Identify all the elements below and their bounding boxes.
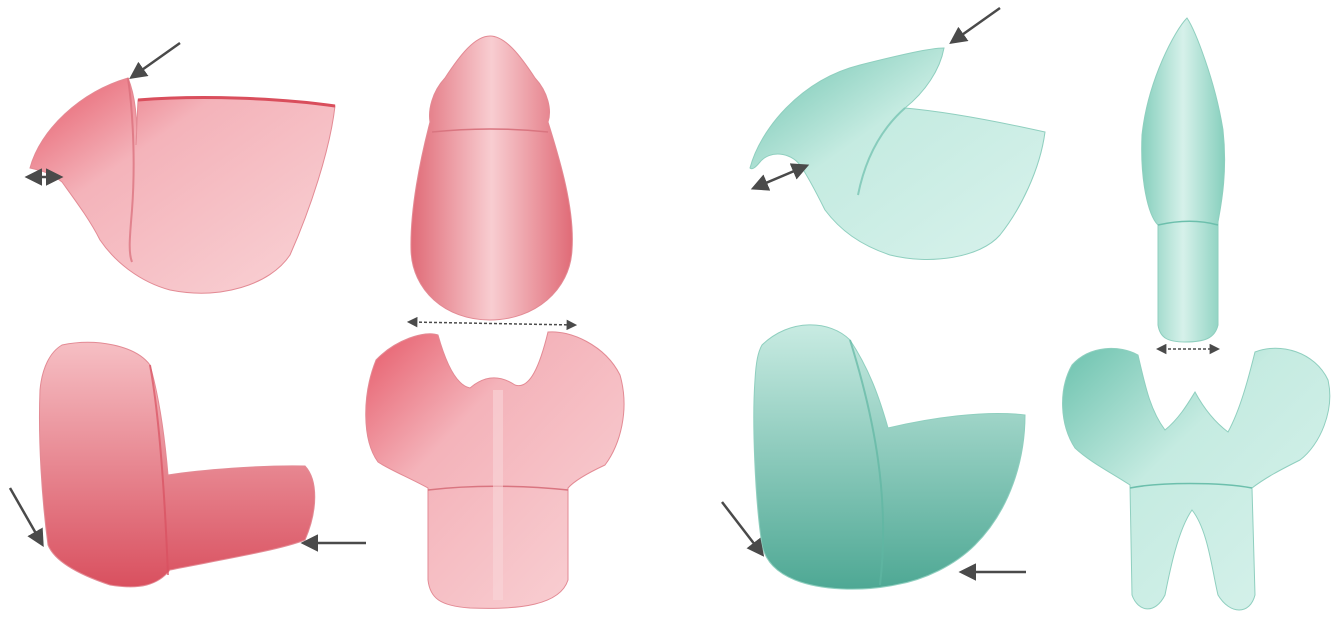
teal-lateral-bottom-view	[754, 325, 1025, 589]
arrow-icon	[952, 8, 1000, 42]
teal-lateral-top-view	[750, 48, 1045, 259]
teal-specimen-panel	[722, 8, 1330, 610]
red-ventral-bottom-view	[366, 332, 624, 609]
double-arrow-icon	[754, 166, 806, 188]
red-lateral-bottom-view	[39, 342, 314, 587]
teal-ventral-bottom-view	[1063, 348, 1330, 610]
arrow-icon	[722, 502, 762, 554]
teal-dorsal-top-view	[1142, 18, 1225, 342]
red-dorsal-top-view	[411, 36, 572, 320]
red-lateral-top-view	[30, 78, 335, 293]
arrow-icon	[10, 488, 42, 544]
red-specimen-panel	[10, 36, 624, 608]
arrow-icon	[132, 43, 180, 77]
dashed-double-arrow-icon	[409, 322, 575, 325]
